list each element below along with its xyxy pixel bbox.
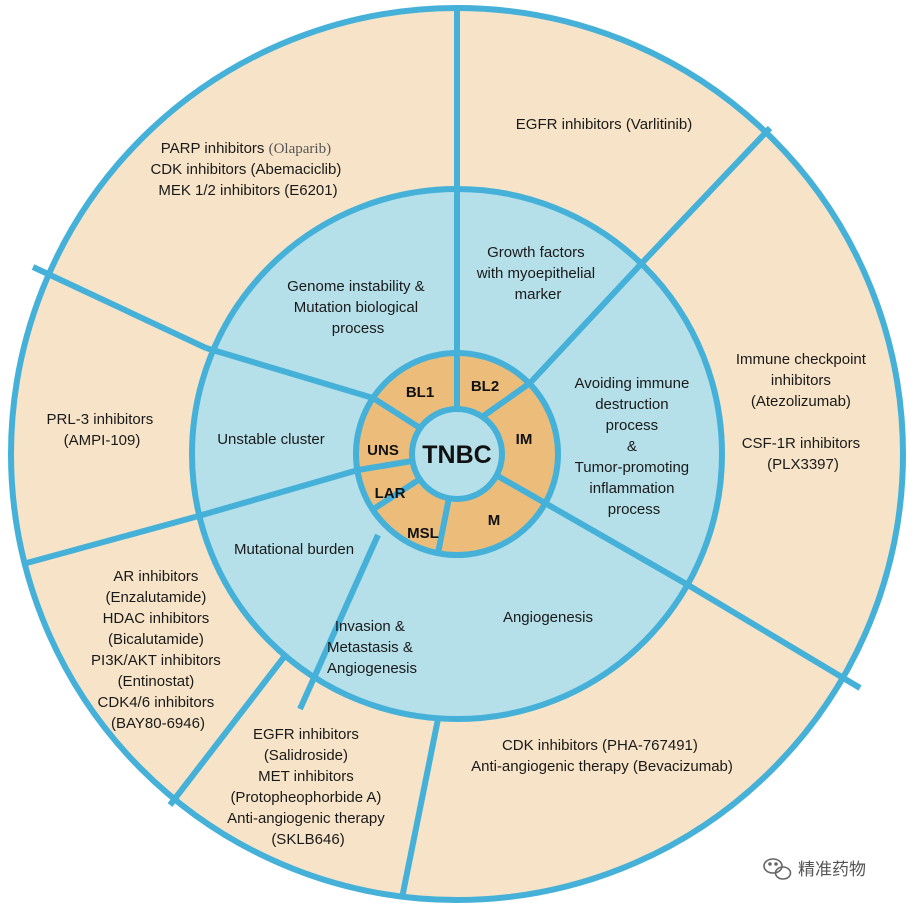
feature-uns: Unstable cluster — [217, 431, 325, 448]
feature-im-line: & — [627, 438, 637, 455]
feature-im-line: inflammation — [589, 480, 674, 497]
subtype-label-m: M — [488, 512, 501, 529]
feature-im-line: process — [606, 417, 659, 434]
feature-bl2-line: marker — [515, 286, 562, 303]
feature-msl-line: Angiogenesis — [327, 660, 417, 677]
feature-im-line: destruction — [595, 396, 668, 413]
subtype-labels: BL1 BL2 IM M MSL LAR UNS — [367, 378, 532, 542]
therapy-lar-line: (Bicalutamide) — [108, 631, 204, 648]
therapy-m-line: CDK inhibitors (PHA-767491) — [502, 737, 698, 754]
therapy-msl-line: MET inhibitors — [258, 768, 354, 785]
therapy-im-line: CSF-1R inhibitors — [742, 435, 860, 452]
divider-middle-uns-bl1 — [205, 345, 374, 401]
feature-bl2-line: Growth factors — [487, 244, 585, 261]
feature-labels: Genome instability & Mutation biological… — [217, 244, 694, 677]
therapy-im-line: Immune checkpoint — [736, 351, 867, 368]
therapy-bl1: PARP inhibitors (Olaparib) CDK inhibitor… — [150, 140, 345, 199]
divider-middle-lar-uns — [194, 467, 359, 520]
therapy-lar-line: CDK4/6 inhibitors — [98, 694, 215, 711]
therapy-lar-line: (BAY80-6946) — [111, 715, 205, 732]
feature-im: Avoiding immune destruction process & Tu… — [575, 375, 694, 518]
subtype-label-uns: UNS — [367, 442, 399, 459]
divider-inner-im-m — [494, 472, 540, 502]
center-label: TNBC — [422, 441, 491, 469]
therapy-im: Immune checkpoint inhibitors (Atezolizum… — [736, 351, 870, 473]
therapy-lar-line: HDAC inhibitors — [103, 610, 210, 627]
therapy-lar-line: (Entinostat) — [118, 673, 195, 690]
divider-outer-im-m — [686, 582, 862, 691]
divider-inner-msl-lar — [370, 476, 422, 513]
feature-lar: Mutational burden — [234, 541, 354, 558]
therapy-msl-line: EGFR inhibitors — [253, 726, 359, 743]
feature-im-line: Avoiding immune — [575, 375, 690, 392]
feature-m-line: Angiogenesis — [503, 609, 593, 626]
therapy-lar: AR inhibitors (Enzalutamide) HDAC inhibi… — [91, 568, 225, 732]
feature-im-line: process — [608, 501, 661, 518]
therapy-im-line: (Atezolizumab) — [751, 393, 851, 410]
watermark-text: 精准药物 — [798, 860, 866, 880]
therapy-bl1-line: MEK 1/2 inhibitors (E6201) — [158, 182, 337, 199]
divider-outer-msl-lar — [167, 655, 287, 807]
therapy-bl1-line: CDK inhibitors (Abemaciclib) — [150, 161, 341, 178]
therapy-lar-line: PI3K/AKT inhibitors — [91, 652, 221, 669]
divider-outer-uns-bl1 — [31, 264, 208, 351]
subtype-label-bl1: BL1 — [406, 384, 434, 401]
therapy-lar-line: AR inhibitors — [113, 568, 198, 585]
therapy-uns-line: (AMPI-109) — [64, 432, 141, 449]
subtype-label-bl2: BL2 — [471, 378, 499, 395]
therapy-uns: PRL-3 inhibitors (AMPI-109) — [47, 411, 158, 449]
therapy-uns-line: PRL-3 inhibitors — [47, 411, 154, 428]
divider-outer-bl2-im — [638, 125, 773, 267]
feature-bl2: Growth factors with myoepithelial marker — [476, 244, 600, 303]
feature-bl1-line: process — [332, 320, 385, 337]
therapy-bl1-line: PARP inhibitors (Olaparib) — [161, 140, 331, 157]
therapy-labels: PARP inhibitors (Olaparib) CDK inhibitor… — [47, 116, 870, 848]
wechat-icon — [763, 858, 792, 880]
feature-msl: Invasion & Metastasis & Angiogenesis — [327, 618, 417, 677]
subtype-label-lar: LAR — [375, 485, 406, 502]
feature-bl1: Genome instability & Mutation biological… — [287, 278, 429, 337]
feature-msl-line: Metastasis & — [327, 639, 413, 656]
divider-inner-bl2-im — [480, 380, 532, 420]
watermark: 精准药物 — [763, 858, 866, 880]
therapy-msl-line: (SKLB646) — [271, 831, 344, 848]
divider-inner-uns-bl1 — [371, 395, 422, 431]
feature-m: Angiogenesis — [503, 609, 593, 626]
divider-outer-m-msl — [399, 718, 441, 899]
subtype-label-msl: MSL — [407, 525, 439, 542]
subtype-label-im: IM — [516, 431, 533, 448]
therapy-msl-line: (Protopheophorbide A) — [230, 789, 381, 806]
feature-lar-line: Mutational burden — [234, 541, 354, 558]
therapy-im-line: (PLX3397) — [767, 456, 839, 473]
feature-im-line: Tumor-promoting — [575, 459, 689, 476]
sector-dividers — [22, 8, 862, 899]
feature-bl1-line: Genome instability & — [287, 278, 425, 295]
therapy-msl-line: Anti-angiogenic therapy — [227, 810, 385, 827]
divider-inner-lar-uns — [357, 458, 413, 473]
therapy-im-line: inhibitors — [771, 372, 831, 389]
divider-middle-bl2-im — [527, 261, 644, 386]
feature-bl2-line: with myoepithelial — [476, 265, 595, 282]
feature-msl-line: Invasion & — [335, 618, 405, 635]
therapy-lar-line: (Enzalutamide) — [105, 589, 206, 606]
therapy-bl2-line: EGFR inhibitors (Varlitinib) — [516, 116, 692, 133]
therapy-m-line: Anti-angiogenic therapy (Bevacizumab) — [471, 758, 733, 775]
divider-inner-m-msl — [435, 497, 452, 554]
divider-middle-m-msl — [297, 533, 381, 711]
therapy-msl: EGFR inhibitors (Salidroside) MET inhibi… — [227, 726, 389, 848]
therapy-m: CDK inhibitors (PHA-767491) Anti-angioge… — [471, 737, 733, 775]
divider-middle-im-m — [536, 496, 690, 588]
feature-bl1-line: Mutation biological — [294, 299, 418, 316]
therapy-bl2: EGFR inhibitors (Varlitinib) — [516, 116, 692, 133]
therapy-msl-line: (Salidroside) — [264, 747, 348, 764]
divider-outer-lar-uns — [22, 514, 196, 567]
feature-uns-line: Unstable cluster — [217, 431, 325, 448]
